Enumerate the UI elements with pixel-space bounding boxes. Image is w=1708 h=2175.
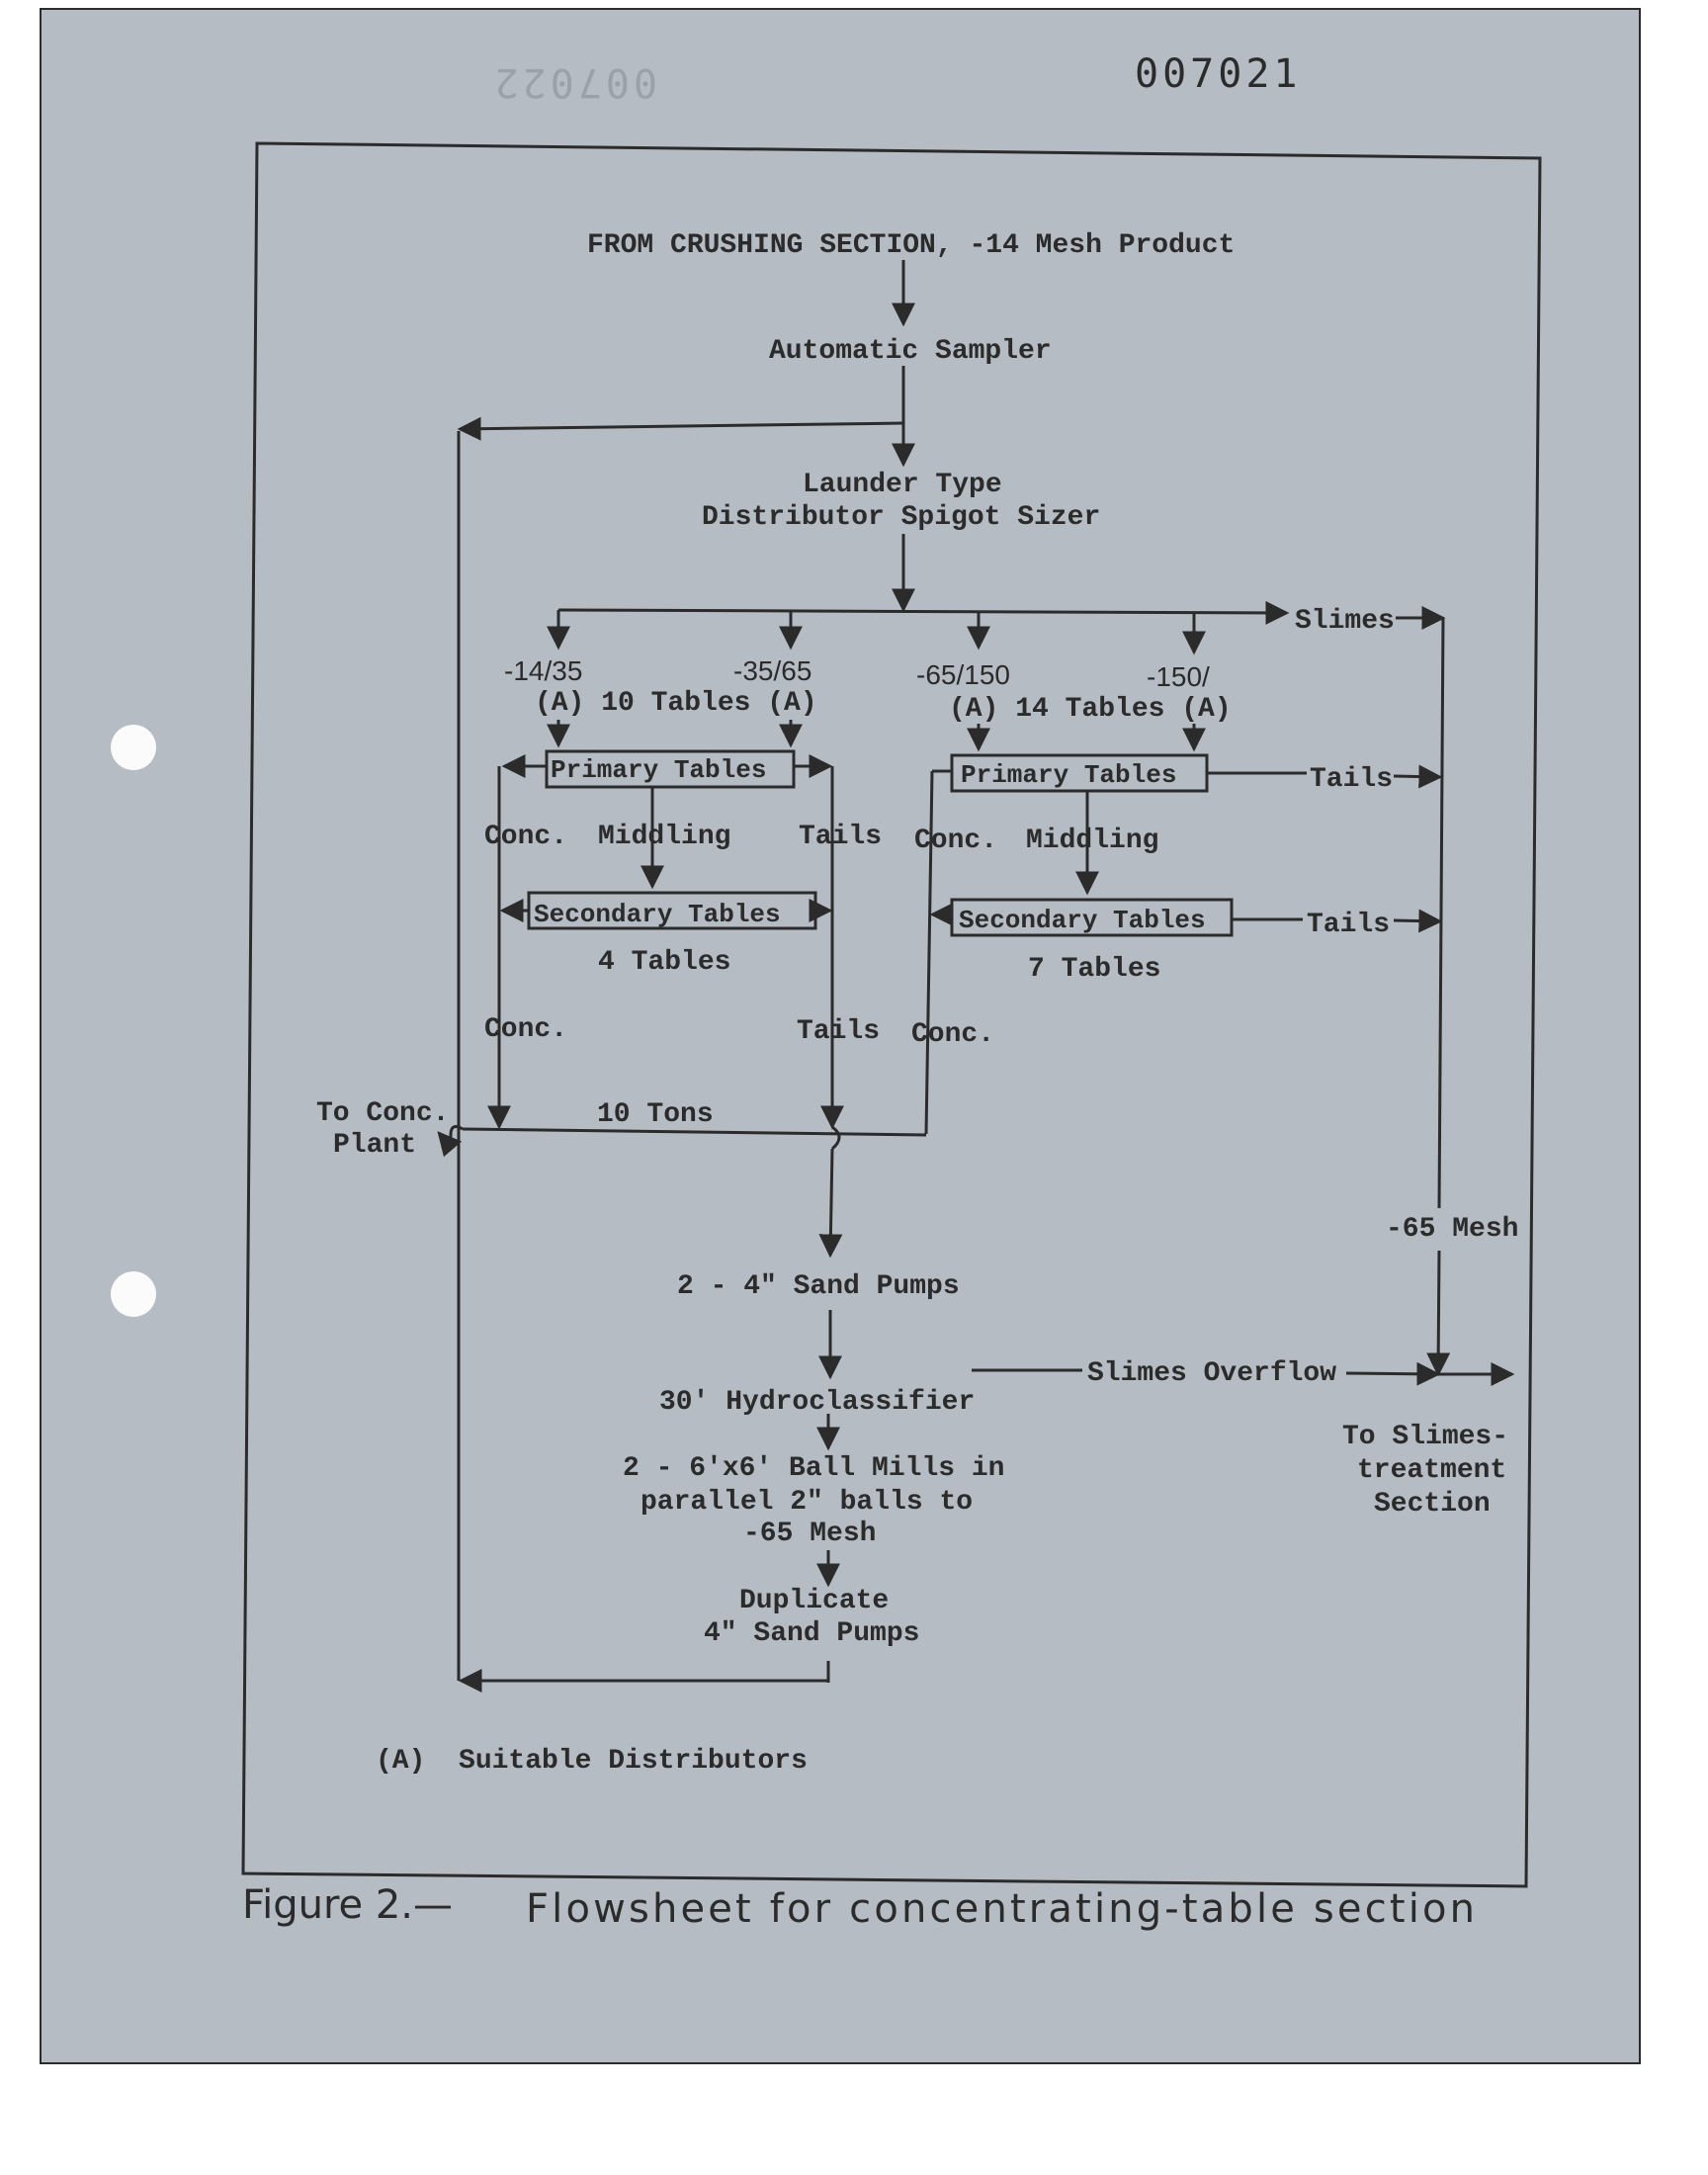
label-seven-tables: 7 Tables — [1028, 954, 1160, 985]
edge-right-conc-down — [924, 770, 934, 1135]
label-conc-l1: Conc. — [484, 822, 567, 852]
label-to-conc-2: Plant — [333, 1130, 416, 1161]
label-four-tables: 4 Tables — [598, 947, 730, 978]
box-primary-left — [545, 749, 796, 789]
label-hydroclassifier: 30' Hydroclassifier — [659, 1387, 975, 1418]
label-ballmills-1: 2 - 6'x6' Ball Mills in — [623, 1453, 1004, 1484]
punch-hole-top — [111, 725, 156, 770]
label-sizer-2: Distributor Spigot Sizer — [702, 502, 1100, 533]
caption-prefix: Figure 2.— — [242, 1882, 453, 1928]
ghost-page-number: 007022 — [491, 59, 658, 105]
label-tails-l2: Tails — [797, 1016, 880, 1047]
label-size-65150: -65/150 — [916, 659, 1010, 690]
diagram-frame — [241, 141, 1542, 1888]
label-dup-pumps-2: 4" Sand Pumps — [704, 1618, 919, 1649]
label-dup-pumps-1: Duplicate — [739, 1586, 889, 1616]
label-crushing: FROM CRUSHING SECTION, -14 Mesh Product — [587, 230, 1235, 261]
edge-recycle-top — [457, 416, 904, 441]
label-tables-left: (A) 10 Tables (A) — [535, 688, 817, 719]
label-middling-l: Middling — [598, 822, 730, 852]
label-ballmills-3: -65 Mesh — [743, 1519, 876, 1549]
label-sizer-1: Launder Type — [803, 470, 1002, 500]
label-secondary-right: Secondary Tables — [959, 906, 1206, 935]
label-secondary-left: Secondary Tables — [534, 900, 781, 929]
punch-hole-bottom — [111, 1271, 156, 1317]
caption-title: Flowsheet for concentrating-table sectio… — [526, 1886, 1475, 1932]
edge-distribution-bar — [557, 600, 1290, 625]
label-conc-r2: Conc. — [911, 1019, 994, 1050]
edge-right-tails1-b — [1393, 764, 1443, 789]
label-conc-l2: Conc. — [484, 1014, 567, 1045]
label-size-1435: -14/35 — [504, 655, 582, 686]
label-sampler: Automatic Sampler — [769, 336, 1052, 367]
label-tails-r2: Tails — [1307, 910, 1390, 940]
label-tails-r1: Tails — [1310, 764, 1393, 795]
label-conc-r1: Conc. — [914, 826, 997, 856]
label-size-150: -150/ — [1147, 661, 1210, 692]
label-primary-right: Primary Tables — [961, 760, 1176, 790]
label-slimes-treatment-1: To Slimes- — [1342, 1422, 1508, 1452]
label-slimes-treatment-3: Section — [1374, 1489, 1491, 1520]
edge-slimes-overflow-b — [1345, 1361, 1441, 1386]
label-middling-r: Middling — [1026, 826, 1158, 856]
label-tables-right: (A) 14 Tables (A) — [949, 694, 1232, 725]
label-slimes-overflow: Slimes Overflow — [1087, 1358, 1336, 1389]
label-ten-tons: 10 Tons — [597, 1099, 714, 1130]
edge-tails-hop — [830, 1125, 841, 1151]
edge-tails-to-pumps — [818, 1148, 843, 1259]
page-number: 007021 — [1135, 51, 1302, 97]
label-sand-pumps: 2 - 4" Sand Pumps — [677, 1271, 960, 1302]
label-slimes-treatment-2: treatment — [1357, 1455, 1506, 1486]
label-tails-l1: Tails — [799, 822, 882, 852]
label-ballmills-2: parallel 2" balls to — [640, 1487, 973, 1518]
scanned-page — [40, 8, 1641, 2064]
edge-right-tails2-b — [1393, 909, 1443, 933]
label-size-3565: -35/65 — [733, 655, 811, 686]
edge-slimes-vertical-b — [1426, 1250, 1451, 1377]
footnote: (A) Suitable Distributors — [376, 1746, 808, 1777]
label-slimes: Slimes — [1295, 606, 1395, 637]
edge-slimes-vertical — [1437, 617, 1445, 1209]
edge-conc-collect — [462, 1127, 927, 1137]
edge-conc-to-plant — [437, 1125, 464, 1158]
label-minus65-mesh: -65 Mesh — [1386, 1214, 1518, 1245]
label-to-conc-1: To Conc. — [316, 1098, 449, 1129]
label-primary-left: Primary Tables — [551, 755, 766, 785]
